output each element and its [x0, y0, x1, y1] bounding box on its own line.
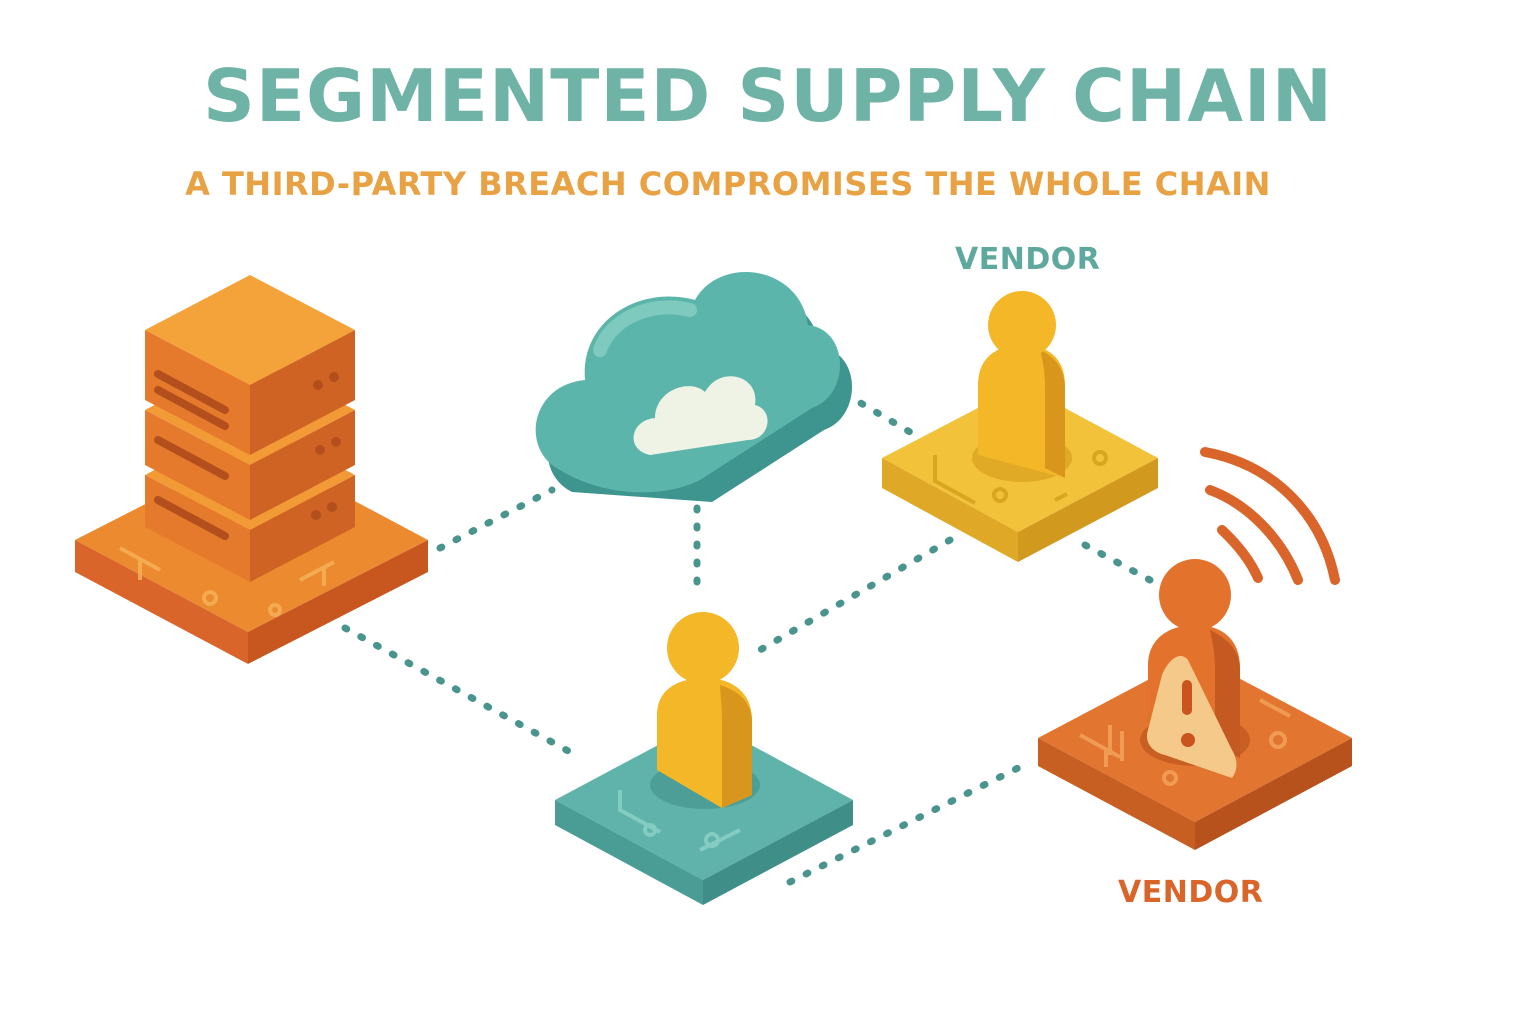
- person-icon: [972, 291, 1072, 482]
- diagram-title: SEGMENTED SUPPLY CHAIN: [203, 54, 1333, 138]
- cloud-node[interactable]: [535, 272, 853, 502]
- diagram-subtitle: A THIRD-PARTY BREACH COMPROMISES THE WHO…: [185, 165, 1271, 203]
- connector-vendor-top-center: [756, 536, 954, 654]
- person-icon: [650, 612, 760, 809]
- connector-vendor-top-vendor-bottom: [1081, 541, 1154, 584]
- signal-waves-icon: [1200, 447, 1340, 585]
- vendor-bottom-node[interactable]: [1038, 447, 1352, 850]
- vendor-top-node[interactable]: [882, 291, 1158, 562]
- vendor-bottom-label: VENDOR: [1118, 875, 1264, 910]
- server-node[interactable]: [75, 275, 428, 664]
- center-user-node[interactable]: [555, 612, 853, 905]
- connector-server-center: [341, 624, 574, 756]
- connector-server-cloud: [436, 486, 556, 552]
- vendor-top-label: VENDOR: [955, 242, 1101, 277]
- cloud-icon: [535, 272, 853, 502]
- warning-icon: [1146, 655, 1237, 778]
- server-stack-icon: [145, 275, 355, 582]
